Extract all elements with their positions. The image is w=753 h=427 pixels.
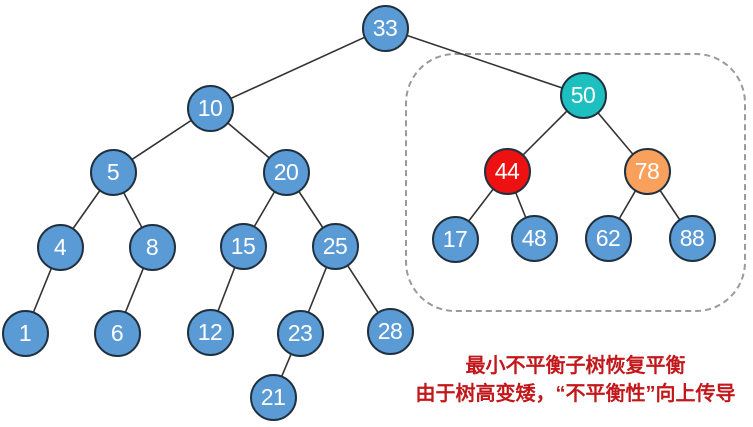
tree-node-6: 6 [93, 309, 141, 357]
tree-node-5: 5 [89, 148, 137, 196]
tree-node-48: 48 [510, 214, 558, 262]
tree-node-23: 23 [276, 309, 324, 357]
tree-node-88: 88 [668, 214, 716, 262]
tree-node-1: 1 [1, 309, 49, 357]
tree-node-15: 15 [219, 222, 267, 270]
tree-node-21: 21 [249, 373, 297, 421]
tree-node-10: 10 [186, 84, 234, 132]
tree-node-25: 25 [311, 222, 359, 270]
tree-node-33: 33 [361, 4, 409, 52]
tree-node-44: 44 [483, 147, 531, 195]
tree-node-12: 12 [186, 308, 234, 356]
tree-node-17: 17 [431, 215, 479, 263]
tree-node-28: 28 [366, 307, 414, 355]
tree-node-20: 20 [262, 148, 310, 196]
tree-node-8: 8 [128, 223, 176, 271]
tree-node-62: 62 [584, 214, 632, 262]
tree-node-78: 78 [623, 147, 671, 195]
annotation: 最小不平衡子树恢复平衡 由于树高变矮，“不平衡性”向上传导 [398, 352, 753, 408]
annotation-line-1: 最小不平衡子树恢复平衡 [465, 355, 686, 377]
annotation-line-2: 由于树高变矮，“不平衡性”向上传导 [415, 383, 736, 405]
tree-node-50: 50 [559, 71, 607, 119]
tree-node-4: 4 [36, 223, 84, 271]
tree-edge-33-10 [209, 27, 386, 109]
